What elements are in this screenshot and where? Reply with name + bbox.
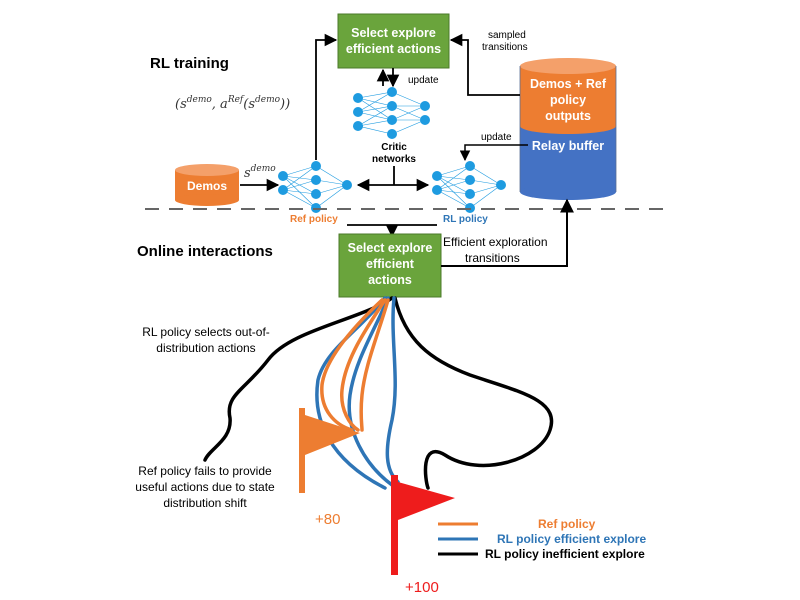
update-rl-arrow [459,144,528,162]
rl-training-title: RL training [150,55,229,72]
s-demo-formula: sdemo [244,164,276,181]
select-bottom-line1: Select explore [348,241,433,255]
buffer-top-line1: Demos + Ref [530,77,607,91]
ref-trajectory-2 [340,298,387,432]
select-top-line2: efficient actions [346,42,441,56]
update-right-label: update [481,132,512,143]
select-actions-box-top [337,13,450,69]
sampled-label-line1: sampled [488,30,526,41]
flag-80-icon [299,408,360,493]
ood-label-line2: distribution actions [156,341,255,355]
inefficient-trajectory-left [203,296,394,462]
reward-100-label: +100 [405,579,439,596]
efficient-label-line1: Efficient exploration [443,235,548,249]
efficient-transitions-arrow [441,198,574,267]
sampled-transitions-arrow [449,33,520,96]
buffer-bottom-label: Relay buffer [532,139,604,153]
ref-to-select-arrow [315,33,338,160]
update-top-label: update [408,75,439,86]
demos-cylinder [175,164,239,206]
ref-trajectory-1 [320,298,384,432]
critic-label-line2: networks [372,154,416,165]
ref-policy-label: Ref policy [290,214,338,225]
efficient-trajectory-3 [385,296,400,484]
legend-label-efficient: RL policy efficient explore [497,532,646,546]
select-top-line1: Select explore [351,26,436,40]
online-interactions-title: Online interactions [137,243,273,260]
critic-label-line1: Critic [381,142,407,153]
efficient-label-line2: transitions [465,251,520,265]
relay-buffer-cylinder [519,58,617,200]
reward-80-label: +80 [315,511,340,528]
demos-label: Demos [187,179,227,193]
buffer-top-line3: outputs [545,109,591,123]
critic-network-icon [353,87,430,139]
ref-policy-network-icon [278,161,352,213]
fail-label-line2: useful actions due to state [135,480,275,494]
demo-pair-formula: (sdemo, aRef(sdemo)) [175,95,290,112]
efficient-trajectory-1 [315,296,387,490]
legend-label-inefficient: RL policy inefficient explore [485,547,645,561]
select-bottom-line3: actions [368,273,412,287]
trajectory-group [203,296,554,490]
ref-trajectory-3 [359,298,390,432]
fail-label-line1: Ref policy fails to provide [138,464,272,478]
fail-label-line3: distribution shift [163,496,247,510]
flag-100-icon [391,475,455,575]
ood-label-line1: RL policy selects out-of- [142,325,270,339]
efficient-trajectory-2 [347,296,394,487]
select-bottom-line2: efficient [366,257,415,271]
inefficient-trajectory-right [393,296,554,490]
select-actions-box-bottom [338,233,442,298]
rl-policy-network-icon [432,161,506,213]
legend: Ref policy RL policy efficient explore R… [438,517,646,561]
legend-label-ref: Ref policy [538,517,596,531]
rl-policy-label: RL policy [443,214,488,225]
buffer-top-line2: policy [550,93,586,107]
sampled-label-line2: transitions [482,42,528,53]
